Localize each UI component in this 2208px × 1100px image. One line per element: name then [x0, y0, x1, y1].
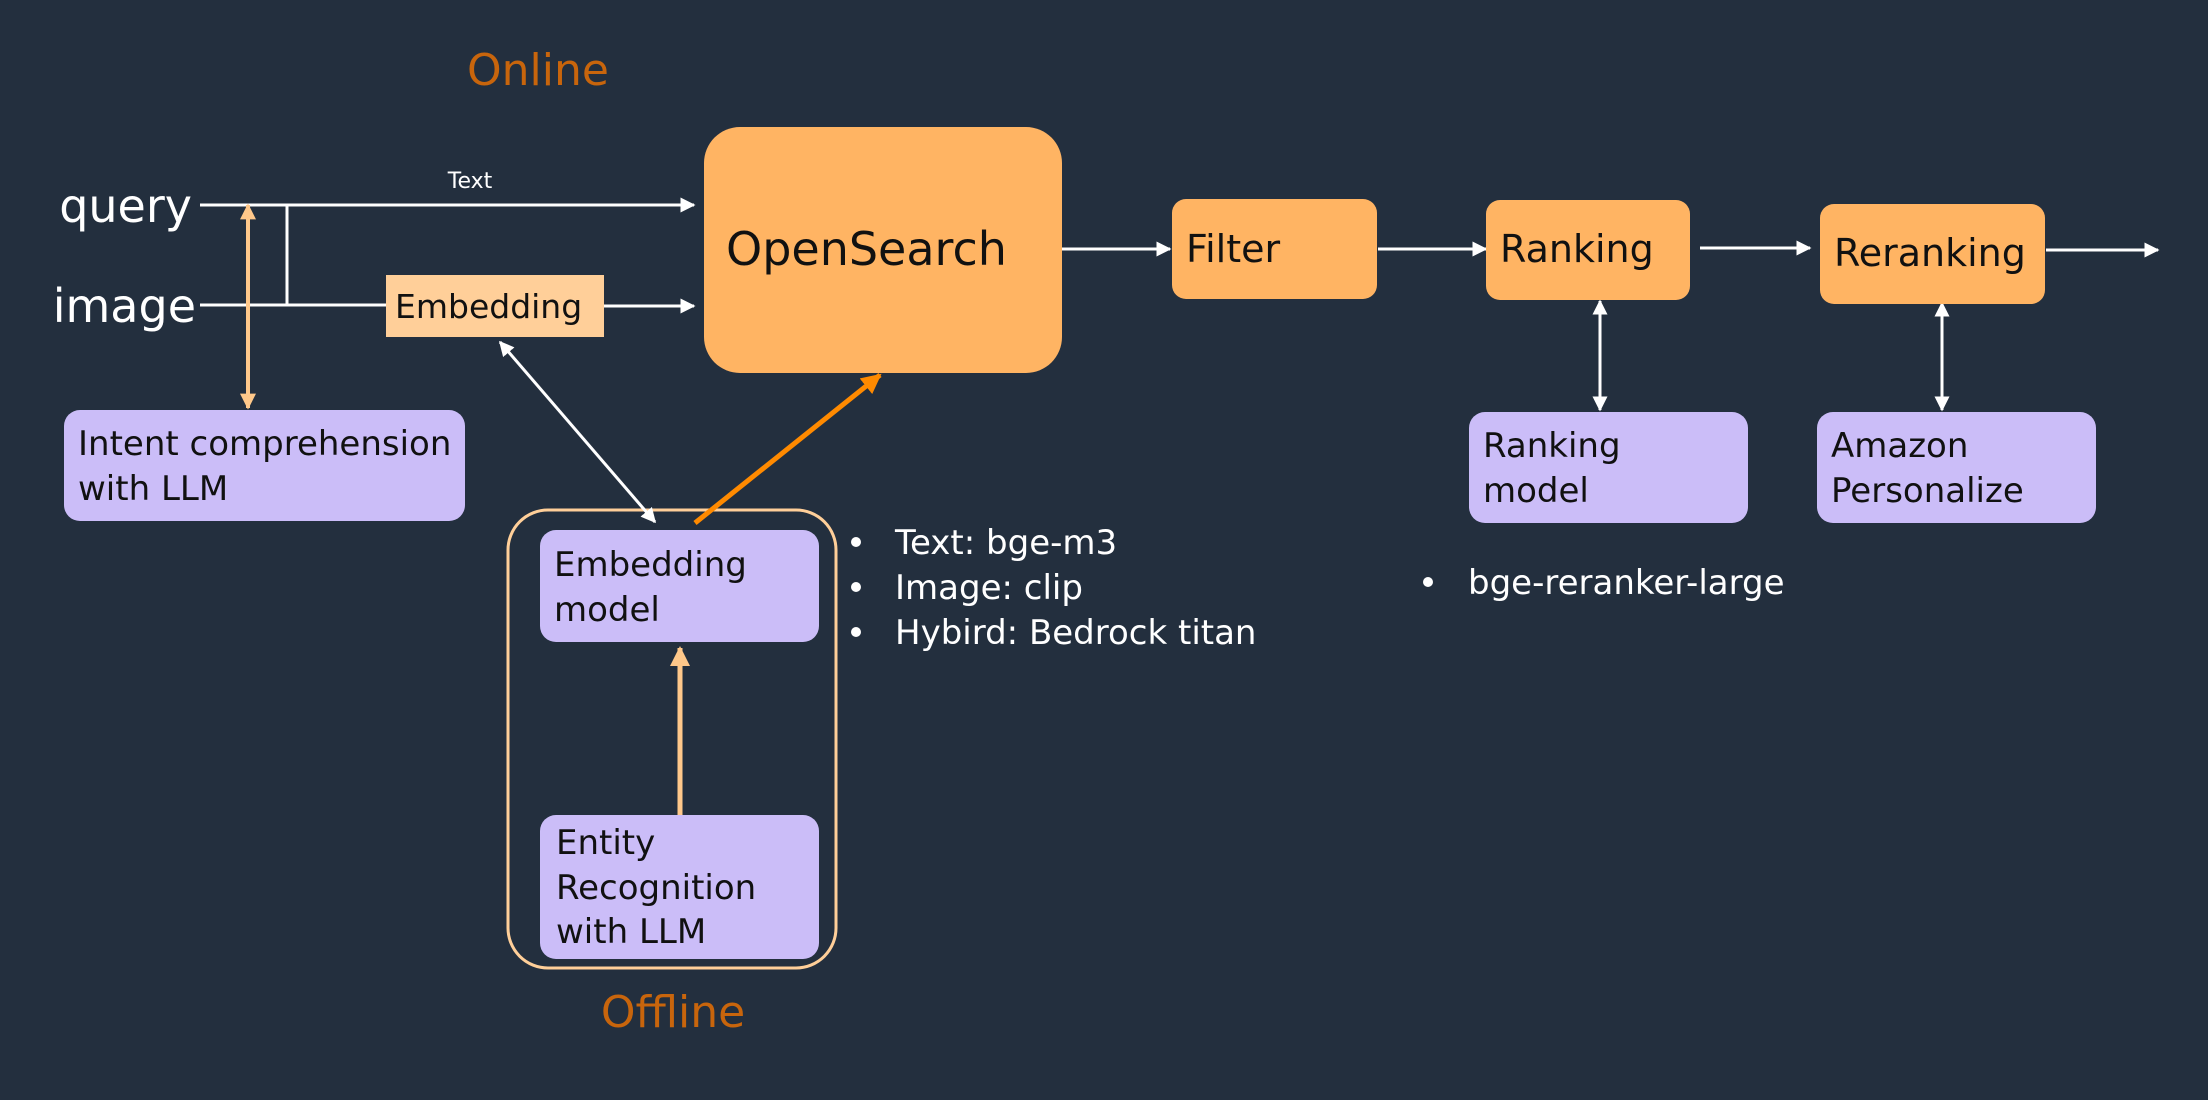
embedding-models-notes: Text: bge-m3 Image: clip Hybird: Bedrock… — [851, 523, 1256, 653]
entity-line-1: Entity — [556, 823, 655, 863]
embedding-node-label: Embedding — [395, 287, 582, 326]
filter-node-label: Filter — [1186, 227, 1280, 271]
offline-label: Offline — [601, 987, 745, 1038]
connectors — [200, 197, 2160, 815]
intent-comprehension-node[interactable]: Intent comprehension with LLM — [64, 410, 465, 521]
entity-recognition-node[interactable]: Entity Recognition with LLM — [540, 815, 819, 959]
bullet-dot — [851, 537, 861, 547]
opensearch-node-label: OpenSearch — [726, 222, 1007, 276]
note-reranker: bge-reranker-large — [1468, 563, 1785, 603]
bullet-dot — [851, 582, 861, 592]
intent-line-1: Intent comprehension — [78, 424, 451, 464]
query-label: query — [59, 179, 192, 233]
reranking-node-label: Reranking — [1834, 231, 2026, 275]
entity-line-2: Recognition — [556, 868, 756, 908]
note-image-model: Image: clip — [895, 568, 1083, 608]
embedding-model-node[interactable]: Embedding model — [540, 530, 819, 642]
ranking-node-label: Ranking — [1500, 227, 1654, 271]
embedding-model-line-1: Embedding — [554, 545, 747, 585]
note-text-model: Text: bge-m3 — [894, 523, 1117, 563]
ranking-model-line-2: model — [1483, 471, 1589, 511]
image-label: image — [53, 279, 196, 333]
amazon-personalize-node[interactable]: Amazon Personalize — [1817, 412, 2096, 523]
ranking-model-node[interactable]: Ranking model — [1469, 412, 1748, 523]
intent-line-2: with LLM — [78, 469, 228, 509]
personalize-line-1: Amazon — [1831, 426, 1968, 466]
embedding-model-line-2: model — [554, 590, 660, 630]
ranking-node[interactable]: Ranking — [1486, 200, 1690, 300]
embedding-node[interactable]: Embedding — [386, 275, 604, 337]
bullet-dot — [851, 627, 861, 637]
reranking-node[interactable]: Reranking — [1820, 204, 2045, 304]
reranker-notes: bge-reranker-large — [1423, 563, 1785, 603]
offline-to-opensearch-arrow — [693, 373, 882, 525]
filter-node[interactable]: Filter — [1172, 199, 1377, 299]
ranking-model-line-1: Ranking — [1483, 426, 1621, 466]
text-edge-label: Text — [447, 169, 493, 194]
offline-group — [506, 508, 838, 970]
online-label: Online — [467, 45, 609, 96]
entity-line-3: with LLM — [556, 912, 706, 952]
bullet-dot — [1423, 577, 1433, 587]
personalize-line-2: Personalize — [1831, 471, 2024, 511]
note-hybrid-model: Hybird: Bedrock titan — [895, 613, 1256, 653]
embedding-model-link — [498, 340, 657, 524]
opensearch-node[interactable]: OpenSearch — [704, 127, 1062, 373]
